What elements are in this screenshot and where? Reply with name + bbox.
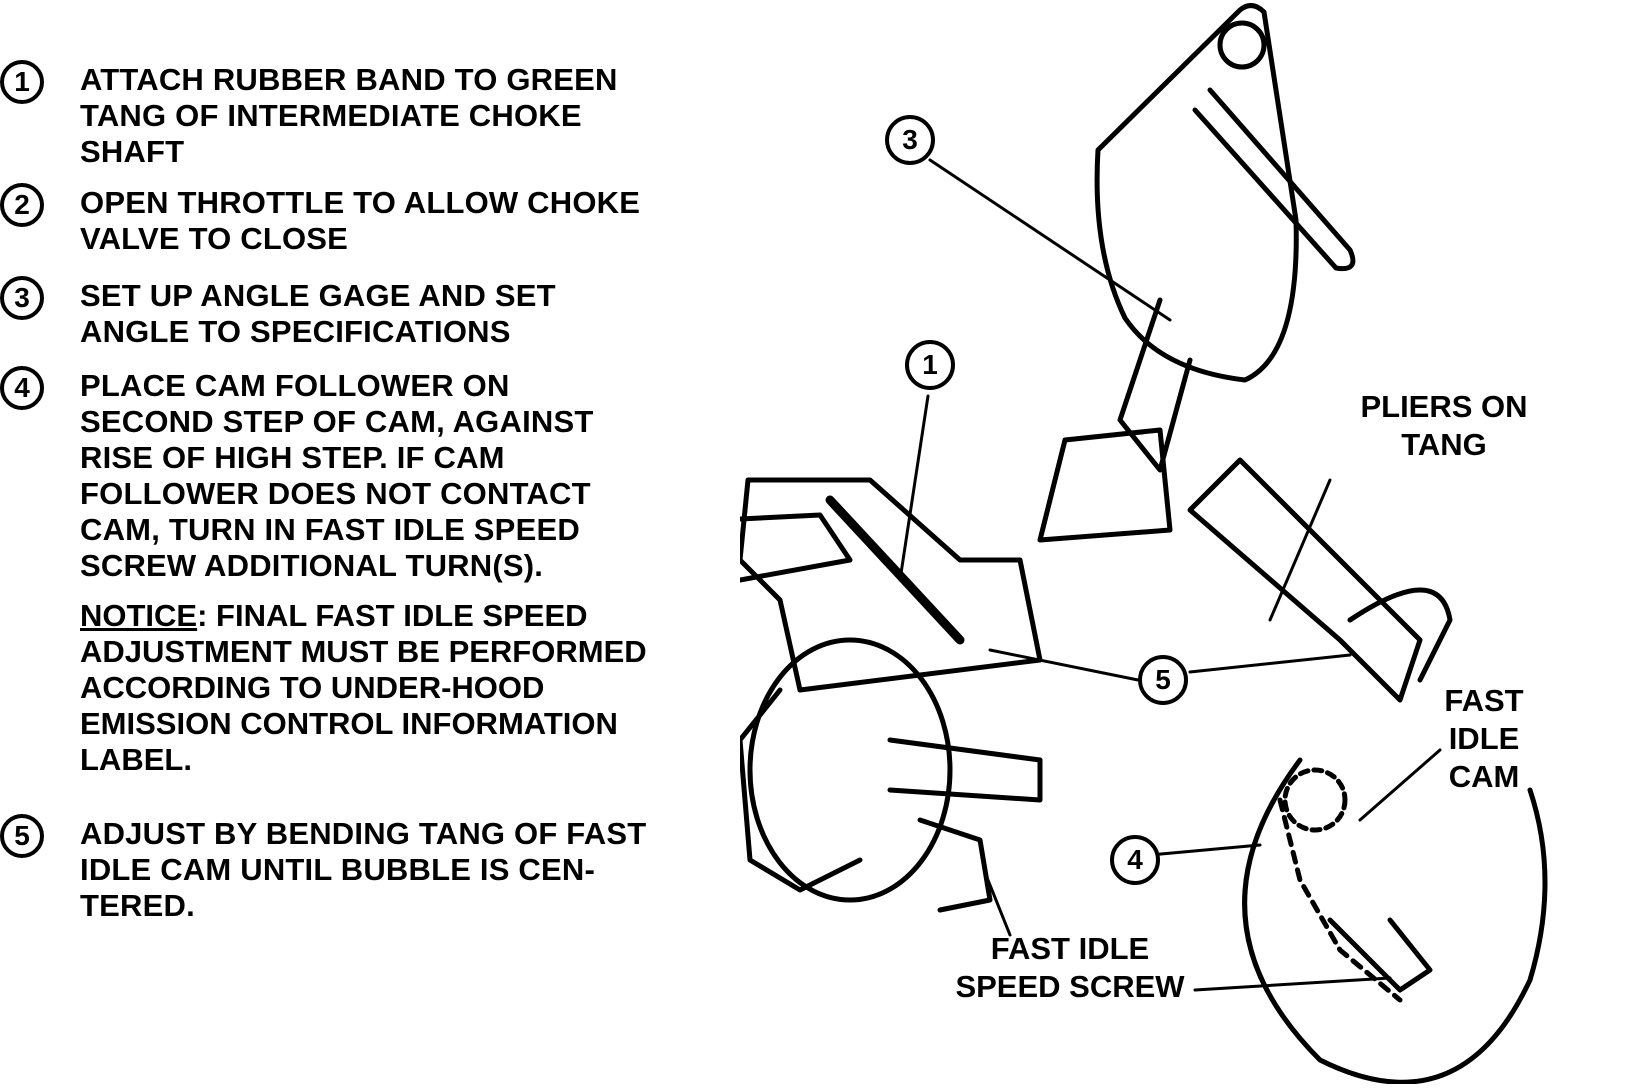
detail-circle [1242, 757, 1548, 1085]
choke-lever [717, 512, 853, 583]
step-text: ADJUST BY BENDING TANG OF FAST IDLE CAM … [80, 816, 647, 923]
carburetor-diagram: 3 1 5 4 PLIERS ON TANG FAST IDLE CAM FAS… [717, 0, 1648, 1085]
leader-3 [928, 158, 1172, 322]
step-text: ATTACH RUBBER BAND TO GREEN TANG OF INTE… [80, 62, 618, 169]
step-text: SET UP ANGLE GAGE AND SET ANGLE TO SPECI… [80, 278, 556, 349]
step-text: PLACE CAM FOLLOWER ON SECOND STEP OF CAM… [80, 368, 594, 583]
leader-screw [986, 878, 1012, 937]
carburetor-illustration [717, 3, 1548, 1085]
callout-1: 1 [905, 340, 955, 390]
leader-screw-b [1193, 976, 1392, 992]
leader-5b [1188, 653, 1352, 674]
cam-outline [1277, 797, 1403, 1003]
gage-knob [1217, 20, 1267, 70]
gage-stem [1117, 297, 1193, 473]
step-number: 3 [0, 276, 44, 320]
step-text: OPEN THROTTLE TO ALLOW CHOKE VALVE TO CL… [80, 185, 641, 256]
leader-cam [1358, 748, 1442, 822]
fast-idle-cam-label: FAST IDLE CAM [1444, 683, 1524, 794]
step-number: 5 [0, 814, 44, 858]
instruction-list: 1 ATTACH RUBBER BAND TO GREEN TANG OF IN… [0, 0, 760, 1084]
notice-text: NOTICE: FINAL FAST IDLE SPEED ADJUSTMENT… [80, 598, 760, 778]
step-number: 4 [0, 366, 44, 410]
gage-arm [1192, 87, 1356, 272]
rubber-band [825, 495, 965, 645]
callout-3: 3 [885, 115, 935, 165]
pliers-label: PLIERS ON TANG [1360, 389, 1528, 462]
housing-cover [737, 687, 863, 893]
choke-shaft [887, 737, 1043, 803]
leader-4 [1148, 843, 1262, 857]
choke-housing [747, 637, 953, 903]
screw-bracket [917, 817, 993, 913]
leader-1 [898, 394, 930, 582]
leader-5a [988, 648, 1140, 682]
cam-follower [1327, 917, 1433, 993]
gage-mount [1037, 427, 1173, 543]
step-number: 2 [0, 183, 44, 227]
cam-pivot [1282, 767, 1348, 833]
fast-idle-screw-label: FAST IDLE SPEED SCREW [955, 931, 1185, 1004]
carburetor-body [737, 477, 1043, 693]
notice-keyword: NOTICE [80, 598, 198, 633]
notice-body: : FINAL FAST IDLE SPEED ADJUSTMENT MUST … [80, 598, 647, 777]
step-number: 1 [0, 60, 44, 104]
pliers-jaw [1347, 587, 1453, 683]
callout-5: 5 [1138, 655, 1188, 705]
pliers [1187, 457, 1423, 703]
callout-4: 4 [1110, 835, 1160, 885]
leader-pliers [1268, 478, 1332, 622]
angle-gage-body [1094, 3, 1299, 383]
